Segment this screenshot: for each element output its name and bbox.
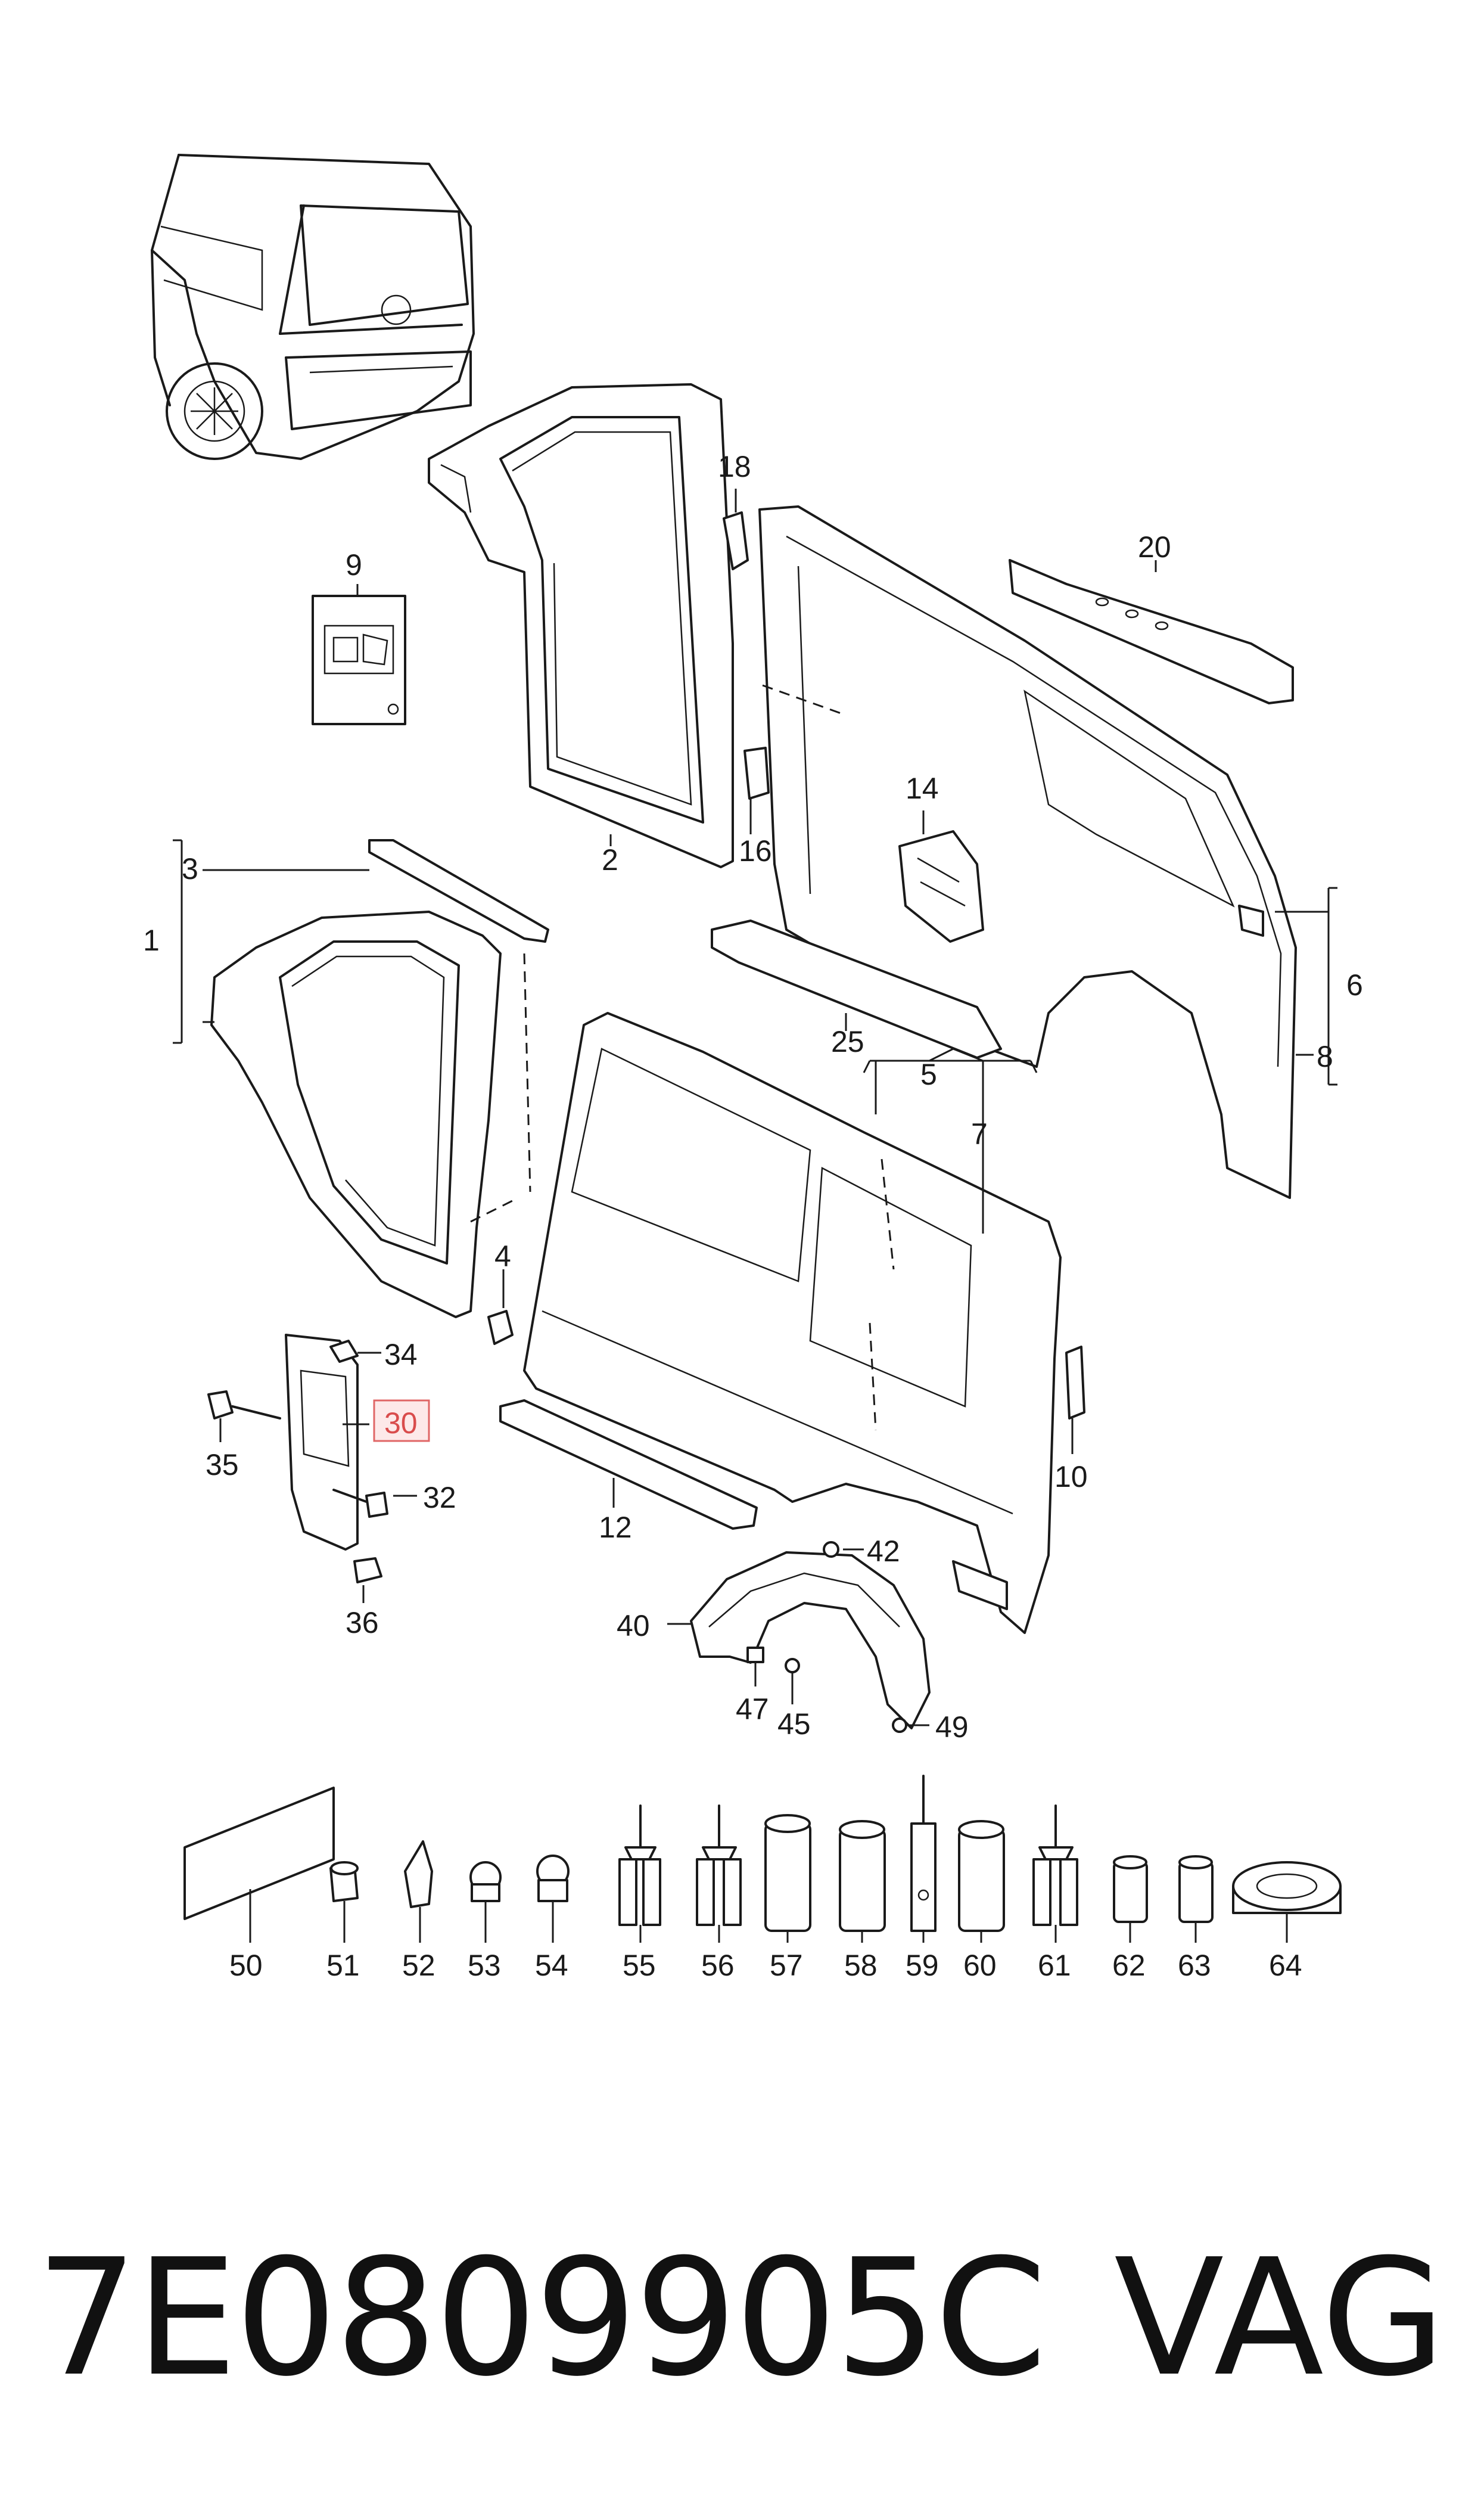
callout-36: 36: [346, 1606, 379, 1639]
callout-59: 59: [906, 1949, 939, 1982]
part-47-clip: [746, 1647, 764, 1663]
part-12-sill-strip: [499, 1399, 758, 1530]
part-60-can: [958, 1820, 1005, 1932]
callout-12: 12: [599, 1511, 632, 1544]
part-62-bottle: [1113, 1855, 1148, 1923]
callout-10: 10: [1054, 1460, 1088, 1493]
part-54-nut: [536, 1855, 570, 1902]
part-55-cartridge-pair: [618, 1804, 661, 1926]
part-49-screw: [892, 1717, 907, 1733]
part-36-cap: [353, 1557, 382, 1583]
callout-16: 16: [739, 834, 772, 868]
part-25-sill-strip: [711, 920, 1002, 1059]
callout-62: 62: [1112, 1949, 1146, 1982]
callout-51: 51: [326, 1949, 360, 1982]
part-56-cartridge-pair: [696, 1804, 742, 1926]
callout-14: 14: [906, 772, 939, 805]
callout-42: 42: [867, 1535, 900, 1568]
callout-18: 18: [718, 450, 751, 483]
part-59-tube: [910, 1775, 937, 1932]
callout-60: 60: [963, 1949, 997, 1982]
callout-63: 63: [1178, 1949, 1211, 1982]
part-1-front-door-frame: [210, 911, 531, 1318]
callout-labels: 9 18 20 2 16 14 3 1 6 8 25 5 7 4 34 30 3…: [143, 450, 1363, 1982]
callout-4: 4: [494, 1240, 511, 1273]
callout-57: 57: [770, 1949, 803, 1982]
callout-34: 34: [384, 1338, 418, 1371]
part-45-screw: [785, 1658, 800, 1673]
callout-45: 45: [777, 1707, 811, 1741]
part-51-grommet: [329, 1861, 359, 1902]
part-53-nut: [469, 1861, 502, 1902]
callout-25: 25: [831, 1025, 864, 1058]
part-35-screw: [207, 1390, 281, 1420]
part-34-clip: [329, 1340, 359, 1363]
callout-5: 5: [920, 1058, 937, 1091]
part-30-panel: [285, 1334, 359, 1551]
callout-8: 8: [1317, 1040, 1333, 1073]
callout-58: 58: [844, 1949, 878, 1982]
callout-1: 1: [143, 924, 160, 957]
callout-61: 61: [1038, 1949, 1071, 1982]
callout-52: 52: [402, 1949, 435, 1982]
callout-35: 35: [206, 1448, 239, 1481]
part-61-cartridge-pair: [1032, 1804, 1078, 1926]
part-20-roof-rail: [1009, 559, 1294, 704]
part-52-clip: [404, 1840, 433, 1908]
part-18-clip: [723, 511, 749, 570]
leader-lines: [173, 489, 1337, 1943]
part-6-rear-side-panel: [758, 505, 1297, 1199]
part-58-can: [839, 1820, 886, 1932]
van-illustration: [151, 154, 475, 460]
callout-64: 64: [1269, 1949, 1302, 1982]
brand-name: VAG: [1114, 2224, 1446, 2412]
callout-40: 40: [617, 1609, 650, 1642]
callout-2: 2: [602, 843, 618, 877]
part-10-clip: [1065, 1346, 1085, 1420]
part-4-plug: [487, 1310, 514, 1345]
part-50-pad: [183, 1787, 335, 1920]
callout-56: 56: [701, 1949, 735, 1982]
callout-53: 53: [468, 1949, 501, 1982]
callout-9: 9: [346, 548, 362, 582]
part-2-door-frame: [428, 383, 734, 868]
part-40-wheel-arch-liner: [690, 1551, 931, 1729]
callout-55: 55: [623, 1949, 656, 1982]
part-5-main-side-panel: [523, 1012, 1062, 1634]
part-57-can: [764, 1814, 811, 1932]
callout-32: 32: [423, 1481, 456, 1514]
callout-54: 54: [535, 1949, 568, 1982]
part-14-bracket: [898, 830, 984, 943]
part-3-roof-strip: [368, 839, 549, 943]
callout-30-highlight: [373, 1399, 430, 1442]
part-32-bolt: [332, 1489, 388, 1518]
part-63-bottle: [1178, 1855, 1214, 1923]
callout-47: 47: [736, 1692, 769, 1726]
callout-49: 49: [935, 1710, 969, 1744]
part-16-bracket: [743, 747, 770, 800]
part-64-tape-roll: [1232, 1861, 1342, 1914]
part-9-label-sticker: [312, 595, 406, 725]
callout-3: 3: [182, 852, 198, 886]
part-number: 7E0809905C: [36, 2224, 1047, 2412]
callout-50: 50: [229, 1949, 263, 1982]
callout-6: 6: [1346, 968, 1363, 1002]
callout-30: 30: [384, 1406, 418, 1440]
callout-20: 20: [1138, 530, 1171, 564]
part-42-screw: [823, 1541, 839, 1558]
callout-7: 7: [971, 1117, 988, 1151]
